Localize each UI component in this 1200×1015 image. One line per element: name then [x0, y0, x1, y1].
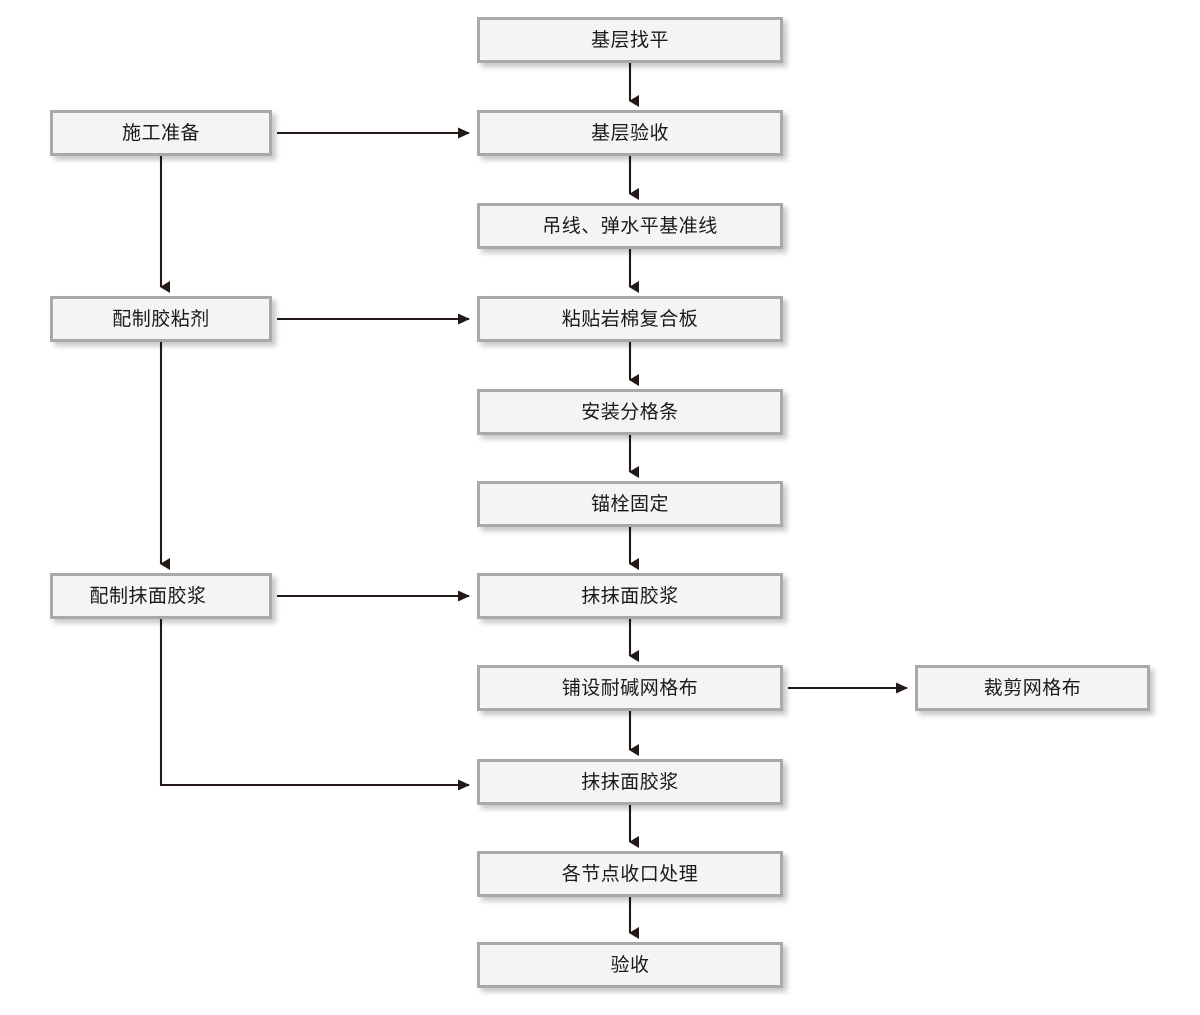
node-lay-mesh[interactable]: 铺设耐碱网格布: [477, 665, 783, 711]
edge-render-mortar-to-render-second-elbow: [159, 619, 470, 791]
node-prep-label: 施工准备: [121, 122, 200, 144]
node-acceptance[interactable]: 验收: [477, 942, 783, 988]
node-prep[interactable]: 施工准备: [50, 110, 272, 156]
node-accept-base-label: 基层验收: [590, 122, 669, 144]
node-render-first-label: 抹抹面胶浆: [581, 585, 679, 607]
node-plumb-lines-label: 吊线、弹水平基准线: [542, 215, 718, 237]
node-render-mortar[interactable]: 配制抹面胶浆: [50, 573, 272, 619]
node-cut-mesh[interactable]: 裁剪网格布: [915, 665, 1150, 711]
node-node-sealing[interactable]: 各节点收口处理: [477, 851, 783, 897]
node-cut-mesh-label: 裁剪网格布: [983, 677, 1082, 699]
node-acceptance-label: 验收: [610, 954, 650, 976]
node-anchor-fix[interactable]: 锚栓固定: [477, 481, 783, 527]
node-bond-board-label: 粘贴岩棉复合板: [561, 308, 699, 330]
node-render-mortar-label: 配制抹面胶浆: [89, 585, 207, 607]
node-render-second-label: 抹抹面胶浆: [581, 771, 679, 793]
node-level-base-label: 基层找平: [590, 29, 669, 51]
node-lay-mesh-label: 铺设耐碱网格布: [561, 677, 699, 699]
node-anchor-fix-label: 锚栓固定: [590, 493, 669, 515]
node-install-strips-label: 安装分格条: [581, 401, 679, 423]
node-render-second[interactable]: 抹抹面胶浆: [477, 759, 783, 805]
node-plumb-lines[interactable]: 吊线、弹水平基准线: [477, 203, 783, 249]
node-bond-board[interactable]: 粘贴岩棉复合板: [477, 296, 783, 342]
node-accept-base[interactable]: 基层验收: [477, 110, 783, 156]
node-render-first[interactable]: 抹抹面胶浆: [477, 573, 783, 619]
node-adhesive-label: 配制胶粘剂: [112, 308, 210, 330]
node-level-base[interactable]: 基层找平: [477, 17, 783, 63]
node-adhesive[interactable]: 配制胶粘剂: [50, 296, 272, 342]
node-node-sealing-label: 各节点收口处理: [561, 863, 699, 885]
node-install-strips[interactable]: 安装分格条: [477, 389, 783, 435]
